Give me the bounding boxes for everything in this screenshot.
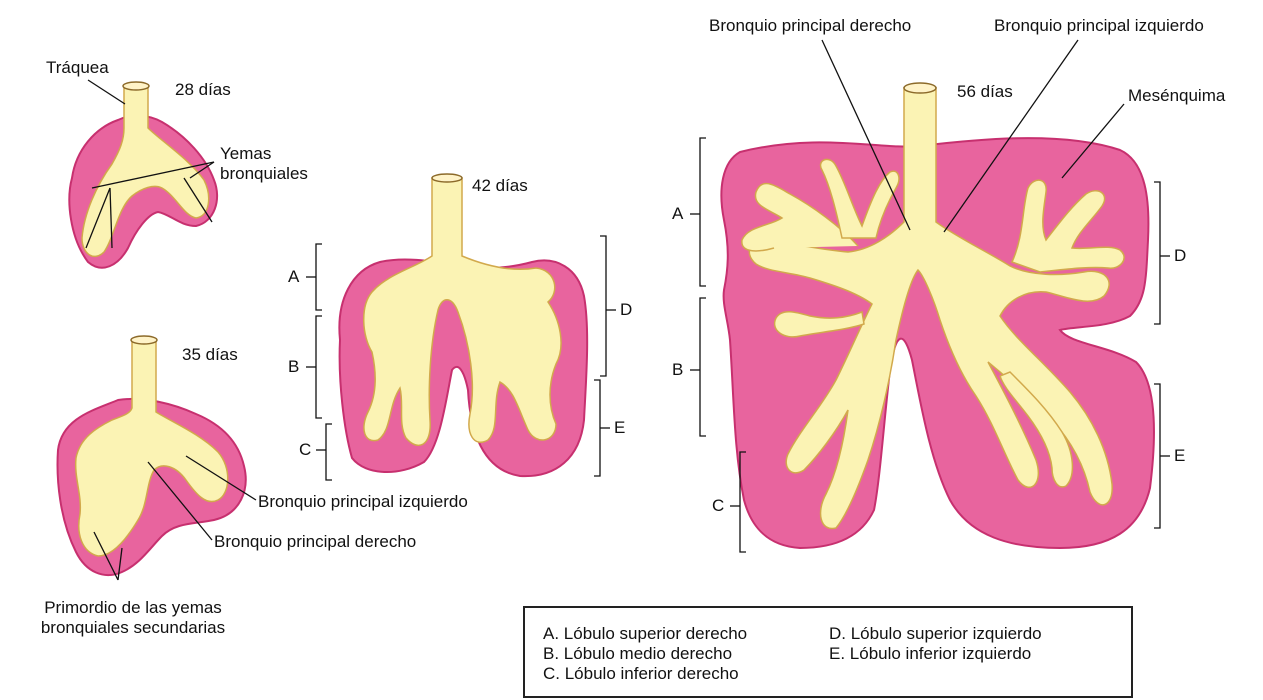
legend-item-d: D. Lóbulo superior izquierdo (829, 624, 1042, 644)
bracket-label-a-42: A (288, 267, 299, 287)
label-bronquio-izquierdo-35: Bronquio principal izquierdo (258, 492, 468, 512)
label-yemas-bronquiales: Yemas bronquiales (220, 144, 308, 183)
label-42-dias: 42 días (472, 176, 528, 196)
bracket-label-c-42: C (299, 440, 311, 460)
legend-box: A. Lóbulo superior derecho B. Lóbulo med… (523, 606, 1133, 698)
label-mesenquima: Mesénquima (1128, 86, 1225, 106)
stage-56-days (690, 40, 1170, 552)
bracket-label-c-56: C (712, 496, 724, 516)
legend-item-a: A. Lóbulo superior derecho (543, 624, 747, 644)
label-28-dias: 28 días (175, 80, 231, 100)
label-bronquio-derecho-35: Bronquio principal derecho (214, 532, 416, 552)
stage-28-days (69, 80, 217, 268)
bud-42 (364, 178, 561, 445)
trachea-35-top (131, 336, 157, 344)
label-35-dias: 35 días (182, 345, 238, 365)
bracket-label-e-42: E (614, 418, 625, 438)
bracket-label-b-56: B (672, 360, 683, 380)
legend-item-e: E. Lóbulo inferior izquierdo (829, 644, 1042, 664)
trachea-56-top (904, 83, 936, 93)
label-primordio: Primordio de las yemas bronquiales secun… (14, 598, 252, 637)
label-56-dias: 56 días (957, 82, 1013, 102)
legend-item-b: B. Lóbulo medio derecho (543, 644, 747, 664)
legend-item-c: C. Lóbulo inferior derecho (543, 664, 747, 684)
legend-right-column: D. Lóbulo superior izquierdo E. Lóbulo i… (829, 624, 1042, 664)
label-bronquio-derecho-56: Bronquio principal derecho (709, 16, 911, 36)
bracket-label-a-56: A (672, 204, 683, 224)
label-traquea: Tráquea (46, 58, 109, 78)
stage-42-days (306, 174, 616, 480)
trachea-28-top (123, 82, 149, 90)
bracket-label-e-56: E (1174, 446, 1185, 466)
bracket-label-b-42: B (288, 357, 299, 377)
legend-left-column: A. Lóbulo superior derecho B. Lóbulo med… (543, 624, 747, 684)
trachea-42-top (432, 174, 462, 182)
bracket-label-d-56: D (1174, 246, 1186, 266)
bracket-label-d-42: D (620, 300, 632, 320)
label-bronquio-izquierdo-56: Bronquio principal izquierdo (994, 16, 1204, 36)
